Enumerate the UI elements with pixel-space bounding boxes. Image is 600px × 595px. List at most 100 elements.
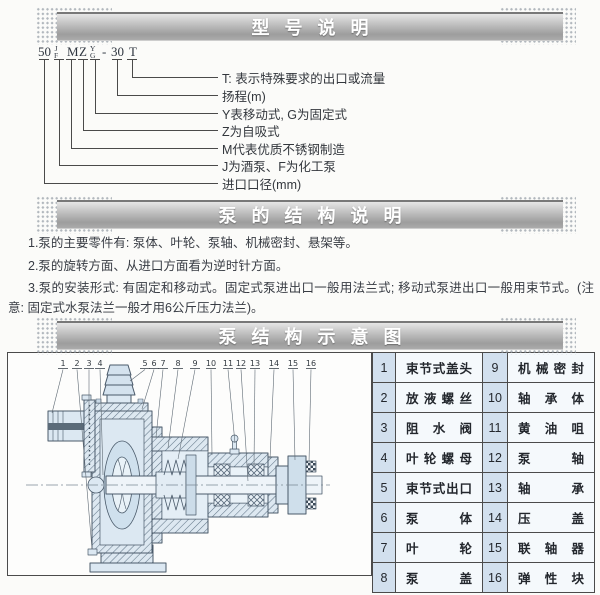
- code-note-label: Z为自吸式: [222, 125, 280, 139]
- elastic-block: [305, 460, 317, 473]
- part-number-cell: 6: [372, 502, 396, 533]
- callout-number: 9: [192, 359, 197, 368]
- code-note-label: M代表优质不锈钢制造: [222, 143, 345, 157]
- callout-leader-line: [99, 369, 104, 476]
- code-underline: [66, 59, 76, 60]
- drain-screw: [87, 548, 98, 556]
- section-banner-structure: 泵的结构说明: [57, 200, 563, 229]
- code-leader-line: [117, 60, 118, 95]
- code-leader-line: [71, 148, 218, 149]
- code-leader-line: [83, 130, 218, 131]
- code-note-label: T: 表示特殊要求的出口或流量: [222, 72, 386, 86]
- code-leader-line: [132, 77, 218, 78]
- callout-number: 4: [97, 359, 102, 368]
- part-number-cell: 1: [372, 352, 396, 383]
- code-leader-line: [59, 165, 218, 166]
- part-name-cell: 阻水阀: [395, 412, 483, 443]
- part-number-cell: 7: [372, 532, 396, 563]
- code-leader-line: [95, 113, 218, 114]
- part-name-cell: 叶轮: [395, 532, 483, 563]
- elastic-block: [305, 497, 317, 510]
- callout-leader-line: [210, 369, 213, 456]
- structure-paragraph: 3.泵的安装形式: 有固定和移动式。固定式泵进出口一般用法兰式; 移动式泵进出口…: [8, 281, 594, 315]
- part-name-cell: 泵体: [395, 502, 483, 533]
- code-leader-line: [59, 60, 60, 165]
- part-number-cell: 2: [372, 382, 396, 413]
- callout-number: 7: [160, 359, 165, 368]
- part-name-cell: 轴承: [507, 472, 595, 503]
- section-banner-diagram: 泵结构示意图: [57, 321, 563, 350]
- code-note-label: Y表移动式, G为固定式: [222, 108, 348, 122]
- part-number-cell: 9: [482, 352, 508, 383]
- code-leader-line: [44, 60, 45, 183]
- section-title-model: 型号说明: [251, 18, 384, 38]
- callout-leader-line: [155, 369, 164, 438]
- code-note-label: 扬程(m): [222, 90, 266, 104]
- part-name-cell: 束节式出口: [395, 472, 483, 503]
- callout-number: 11: [223, 359, 233, 368]
- structure-paragraph: 1.泵的主要零件有: 泵体、叶轮、泵轴、机械密封、悬架等。: [28, 236, 358, 250]
- callout-leader-line: [253, 369, 256, 467]
- model-code-symbol: T: [129, 44, 137, 59]
- union-outlet: [102, 364, 136, 404]
- structure-paragraphs: 1.泵的主要零件有: 泵体、叶轮、泵轴、机械密封、悬架等。2.泵的旋转方面、从进…: [8, 234, 594, 321]
- model-code-symbol: 50: [38, 44, 51, 59]
- part-number-cell: 15: [482, 532, 508, 563]
- code-note-label: J为酒泵、F为化工泵: [222, 160, 336, 174]
- part-name-cell: 泵轴: [507, 442, 595, 473]
- model-code-symbol: 30: [111, 44, 124, 59]
- part-name-cell: 联轴器: [507, 532, 595, 563]
- callout-leader-line: [292, 369, 296, 461]
- callout-leader-line: [227, 369, 236, 444]
- callout-leader-line: [167, 369, 179, 449]
- code-underline: [127, 59, 137, 60]
- callout-number: 16: [306, 359, 316, 368]
- code-underline: [39, 59, 49, 60]
- part-number-cell: 3: [372, 412, 396, 443]
- callout-leader-line: [308, 369, 312, 464]
- part-name-cell: 放液螺丝: [395, 382, 483, 413]
- callout-number: 14: [269, 359, 279, 368]
- part-number-cell: 5: [372, 472, 396, 503]
- part-name-cell: 泵盖: [395, 562, 483, 593]
- part-number-cell: 11: [482, 412, 508, 443]
- section-title-structure: 泵的结构说明: [218, 206, 417, 226]
- callout-number: 5: [142, 359, 147, 368]
- code-leader-line: [83, 60, 84, 130]
- part-number-cell: 4: [372, 442, 396, 473]
- code-leader-line: [71, 60, 72, 148]
- callout-leader-line: [240, 369, 249, 482]
- callout-leader-line: [177, 369, 196, 460]
- part-number-cell: 16: [482, 562, 508, 593]
- callout-number: 3: [86, 359, 91, 368]
- code-leader-line: [44, 183, 218, 184]
- part-name-cell: 机械密封: [507, 352, 595, 383]
- section-banner-model: 型号说明: [57, 12, 563, 41]
- model-code-symbol: -: [102, 44, 107, 59]
- part-name-cell: 束节式盖头: [395, 352, 483, 383]
- code-leader-line: [132, 60, 133, 77]
- part-number-cell: 13: [482, 472, 508, 503]
- callout-number: 10: [206, 359, 216, 368]
- part-name-cell: 弹性块: [507, 562, 595, 593]
- code-underline: [112, 59, 122, 60]
- part-name-cell: 黄油咀: [507, 412, 595, 443]
- pump-cover: [91, 402, 149, 412]
- callout-leader-line: [141, 369, 155, 410]
- section-title-diagram: 泵结构示意图: [218, 327, 417, 347]
- pump-foot-plate: [89, 562, 167, 573]
- model-code-symbol: Z: [79, 44, 87, 59]
